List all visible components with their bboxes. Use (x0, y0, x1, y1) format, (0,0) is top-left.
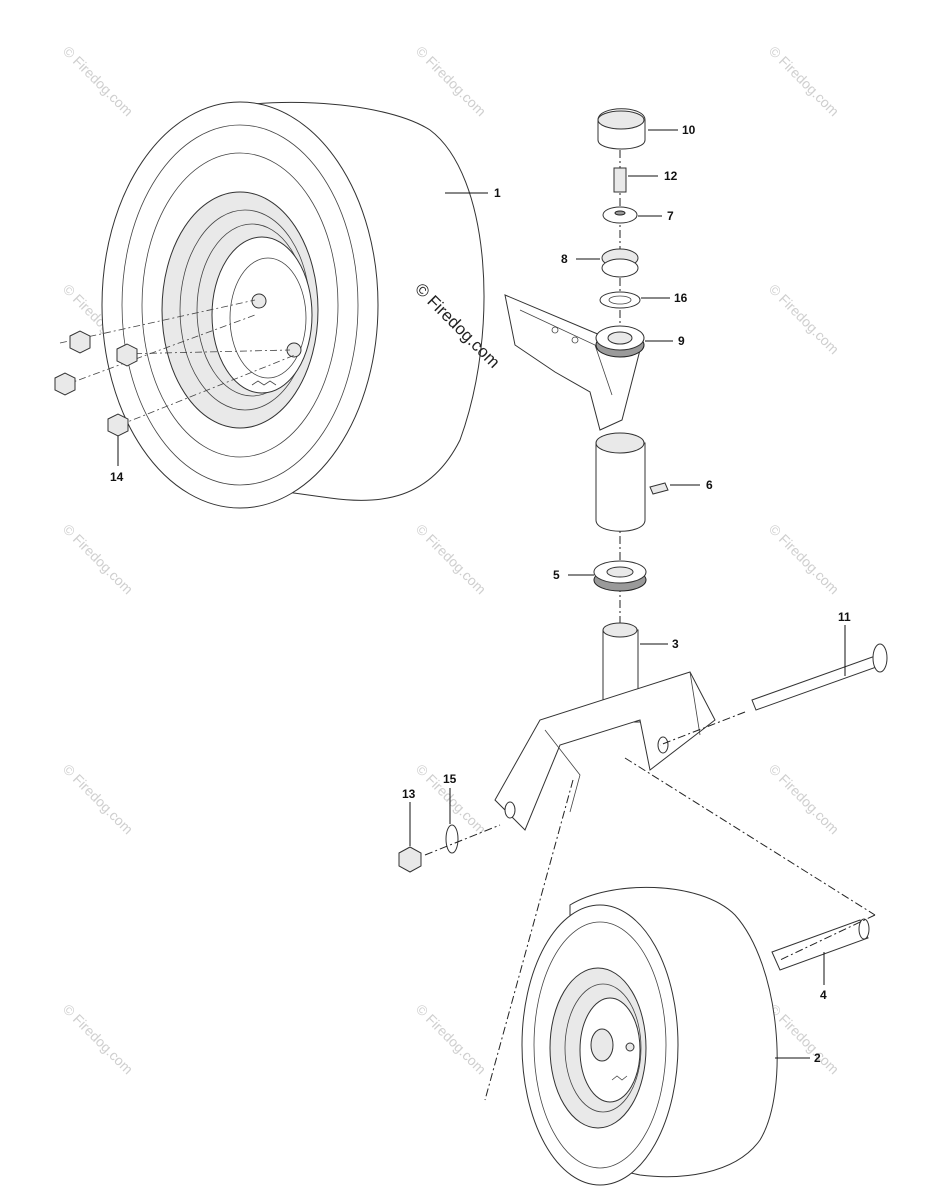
lug-nut (69, 330, 91, 354)
watermark: © Firedog.com (413, 43, 489, 119)
watermark: © Firedog.com (413, 1001, 489, 1077)
axle-spacer (771, 918, 870, 971)
callout-7: 7 (667, 209, 674, 223)
callout-6: 6 (706, 478, 713, 492)
callout-10: 10 (682, 123, 696, 137)
callout-5: 5 (553, 568, 560, 582)
callout-1: 1 (494, 186, 501, 200)
caster-fork (494, 671, 716, 831)
callout-11: 11 (838, 610, 851, 624)
callout-14: 14 (110, 470, 124, 484)
watermark: © Firedog.com (60, 43, 136, 119)
callouts: 1 10 12 7 8 16 9 6 5 3 11 4 2 13 15 14 (110, 123, 851, 1065)
thrust-washer (599, 291, 641, 309)
callout-2: 2 (814, 1051, 821, 1065)
small-wheel-assembly (521, 886, 778, 1186)
watermark: © Firedog.com (766, 761, 842, 837)
callout-15: 15 (443, 772, 457, 786)
hex-nut (398, 846, 422, 873)
wheel-hub (590, 1028, 614, 1062)
lug-nut (116, 343, 138, 367)
lug-nut (54, 372, 76, 396)
lug-nuts (54, 330, 138, 437)
watermark: © Firedog.com (413, 521, 489, 597)
wheel-stud (251, 293, 267, 309)
watermark: © Firedog.com (60, 761, 136, 837)
watermark: © Firedog.com (60, 521, 136, 597)
pivot-tube (595, 442, 646, 532)
watermark: © Firedog.com (766, 281, 842, 357)
callout-13: 13 (402, 787, 416, 801)
cap-bolt (613, 167, 627, 193)
watermark: © Firedog.com (766, 521, 842, 597)
lug-nut (107, 413, 129, 437)
flat-washer (445, 824, 459, 854)
watermark: © Firedog.com (766, 43, 842, 119)
watermark: © Firedog.com (60, 1001, 136, 1077)
grease-fitting (649, 482, 669, 495)
large-wheel-assembly (59, 101, 485, 509)
callout-4: 4 (820, 988, 827, 1002)
callout-16: 16 (674, 291, 688, 305)
callout-3: 3 (672, 637, 679, 651)
callout-12: 12 (664, 169, 678, 183)
callout-9: 9 (678, 334, 685, 348)
axle-bolt (659, 643, 888, 746)
callout-8: 8 (561, 252, 568, 266)
